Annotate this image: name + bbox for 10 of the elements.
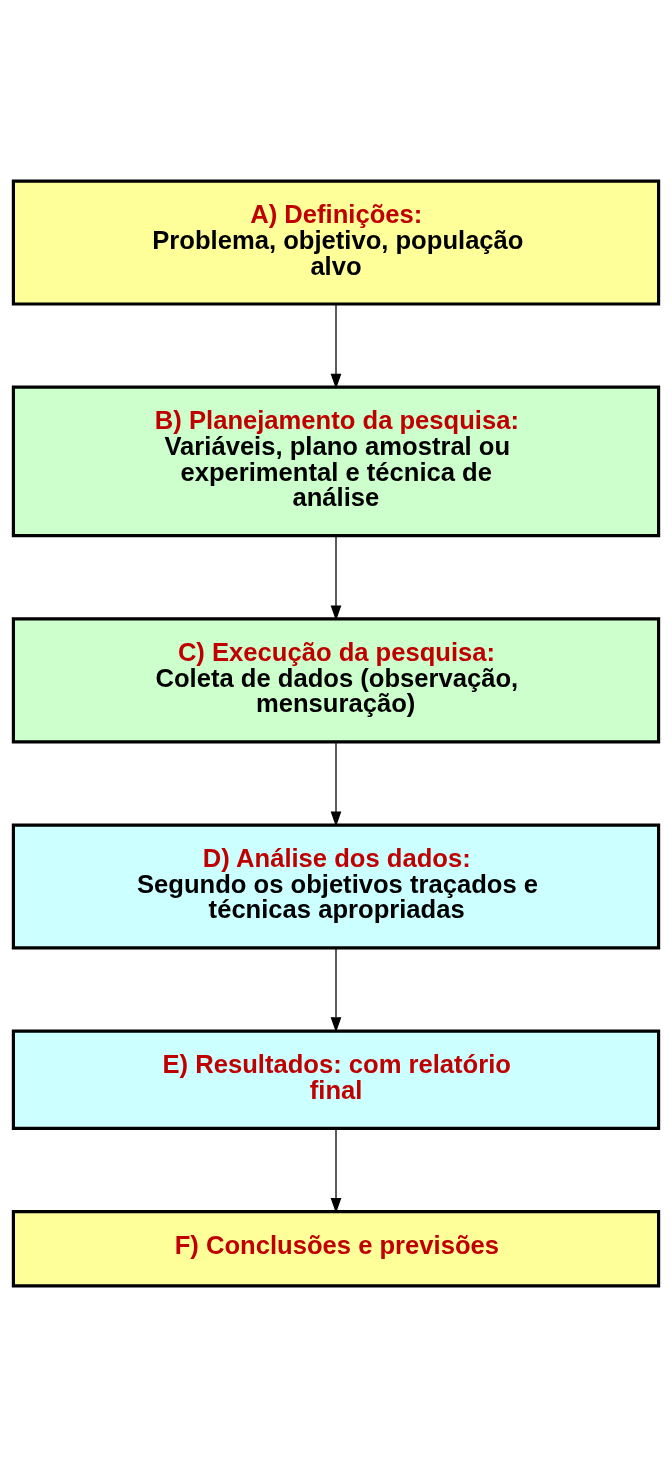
arrow (330, 741, 342, 827)
node-box: C) Execução da pesquisa: Coleta de dados (observação, mensuração) (11, 617, 661, 744)
arrow (330, 303, 342, 390)
node-box: A) Definições: Problema, objetivo, população alvo (11, 179, 661, 306)
node-box: E) Resultados: com relatório final (11, 1029, 661, 1130)
node-box: D) Análise dos dados: Segundo os objetivos traçados e técnicas apropriadas (11, 823, 661, 950)
node-box: B) Planejamento da pesquisa: Variáveis, plano amostral ou experimental e técnica de análise (11, 385, 661, 538)
node-box: F) Conclusões e previsões (11, 1210, 661, 1288)
arrow (330, 535, 342, 621)
arrow (330, 947, 342, 1033)
